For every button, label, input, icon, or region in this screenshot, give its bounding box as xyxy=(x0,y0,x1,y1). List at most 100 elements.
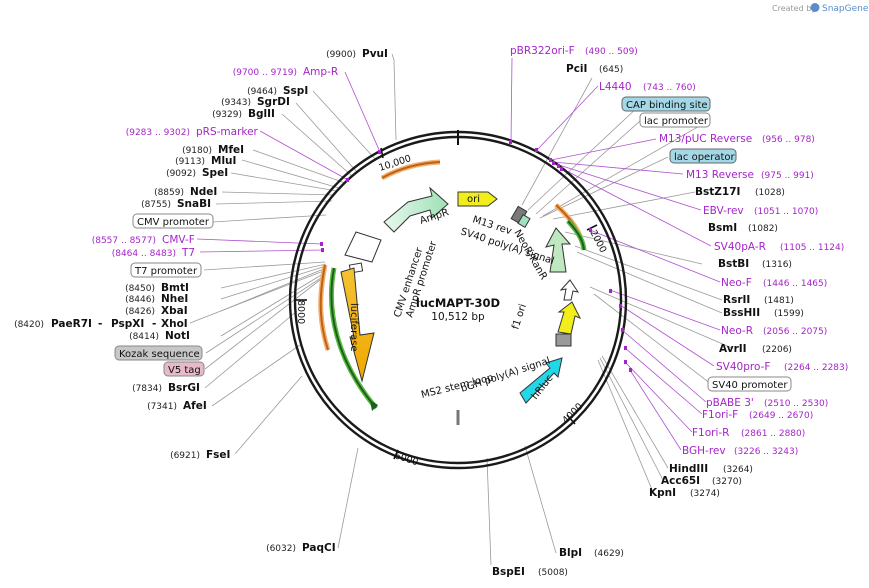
enzyme-fsei: FseI xyxy=(206,449,230,461)
box-t7-promoter: T7 promoter xyxy=(134,266,198,277)
svg-text:(8450): (8450) xyxy=(125,284,155,294)
plasmid-name: lucMAPT-30D xyxy=(416,296,500,310)
enzyme-bsmi: BsmI xyxy=(708,222,737,234)
enzyme-kpni: KpnI xyxy=(649,487,676,499)
svg-text:(1316): (1316) xyxy=(762,260,792,270)
primer-pbabe-3: pBABE 3' xyxy=(706,397,754,409)
svg-text:(2056 .. 2075): (2056 .. 2075) xyxy=(763,327,827,337)
luciferase-arrow xyxy=(340,267,375,383)
box-lac-promoter: lac promoter xyxy=(644,116,709,127)
snapgene-logo-icon xyxy=(810,3,820,12)
svg-text:(956 .. 978): (956 .. 978) xyxy=(762,135,815,145)
primer-labels: (9700 .. 9719) Amp-R (9283 .. 9302) pRS-… xyxy=(92,45,849,457)
svg-text:(8859): (8859) xyxy=(154,188,184,198)
primer-bgh-rev: BGH-rev xyxy=(682,445,726,457)
svg-text:(8426): (8426) xyxy=(125,307,155,317)
enzyme-paer7i: PaeR7I xyxy=(51,318,92,330)
svg-text:(1082): (1082) xyxy=(748,224,778,234)
enzyme-labels: (9900) PvuI (9464) SspI (9343) SgrDI (93… xyxy=(14,48,804,578)
enzyme-paqci: PaqCI xyxy=(302,542,336,554)
svg-text:(1028): (1028) xyxy=(755,188,785,198)
box-v5-tag: V5 tag xyxy=(168,365,201,376)
ampr-arrow xyxy=(383,186,449,233)
svg-text:(9180): (9180) xyxy=(182,146,212,156)
svg-text:(645): (645) xyxy=(599,65,623,75)
box-cmv-promoter: CMV promoter xyxy=(137,217,210,228)
primer-pbr322ori-f: pBR322ori-F xyxy=(510,45,575,57)
luciferase-label: luciferase xyxy=(348,303,359,352)
svg-text:(2649 .. 2670): (2649 .. 2670) xyxy=(749,411,813,421)
svg-text:(6921): (6921) xyxy=(170,451,200,461)
enzyme-snabi: SnaBI xyxy=(177,198,211,210)
enzyme-pcii: PciI xyxy=(566,63,587,75)
enzyme-xhoi: XhoI xyxy=(161,318,188,330)
feature-arrows xyxy=(318,159,587,411)
svg-text:(9283 .. 9302): (9283 .. 9302) xyxy=(126,128,190,138)
enzyme-blpi: BlpI xyxy=(559,547,582,559)
enzyme-rsrii: RsrII xyxy=(723,294,750,306)
enzyme-nhei: NheI xyxy=(161,293,188,305)
svg-text:(8557 .. 8577): (8557 .. 8577) xyxy=(92,236,156,246)
svg-text:(9900): (9900) xyxy=(326,50,356,60)
primer-site-marks xyxy=(320,140,632,372)
svg-text:(490 .. 509): (490 .. 509) xyxy=(585,47,638,57)
snapgene-credit: Created by SnapGene xyxy=(772,3,869,14)
enzyme-mfei: MfeI xyxy=(218,144,244,156)
enzyme-bsshii: BssHII xyxy=(723,307,760,319)
svg-text:(3226 .. 3243): (3226 .. 3243) xyxy=(734,447,798,457)
hrluc-arrow xyxy=(519,357,563,404)
svg-text:(3264): (3264) xyxy=(723,465,753,475)
tick-6000: 6000 xyxy=(393,450,419,468)
svg-text:(1481): (1481) xyxy=(764,296,794,306)
sv40-promoter-arrow xyxy=(559,279,580,301)
enzyme-sgrdi: SgrDI xyxy=(257,96,290,108)
svg-text:(975 .. 991): (975 .. 991) xyxy=(761,171,814,181)
svg-text:(7341): (7341) xyxy=(147,402,177,412)
svg-text:(9343): (9343) xyxy=(221,98,251,108)
primer-neo-f: Neo-F xyxy=(721,277,752,289)
enzyme-acc65i: Acc65I xyxy=(661,475,700,487)
enzyme-pvui: PvuI xyxy=(362,48,388,60)
enzyme-avrii: AvrII xyxy=(719,343,747,355)
primer-amp-r: Amp-R xyxy=(303,66,338,78)
svg-text:(1599): (1599) xyxy=(774,309,804,319)
enzyme-xbai: XbaI xyxy=(161,305,188,317)
svg-text:(9113): (9113) xyxy=(175,157,205,167)
svg-text:(8414): (8414) xyxy=(129,332,159,342)
svg-text:(1446 .. 1465): (1446 .. 1465) xyxy=(763,279,827,289)
primer-m13-puc-reverse: M13/pUC Reverse xyxy=(659,133,752,145)
primer-sv40pa-r: SV40pA-R xyxy=(714,241,766,253)
svg-text:(2206): (2206) xyxy=(762,345,792,355)
enzyme-bglii: BglII xyxy=(248,108,275,120)
svg-text:(2264 .. 2283): (2264 .. 2283) xyxy=(784,363,848,373)
svg-text:(1105 .. 1124): (1105 .. 1124) xyxy=(780,243,844,253)
box-lac-operator: lac operator xyxy=(674,152,735,163)
svg-text:(1051 .. 1070): (1051 .. 1070) xyxy=(754,207,818,217)
svg-text:(5008): (5008) xyxy=(538,568,568,578)
boxed-labels: CMV promoter T7 promoter Kozak sequence … xyxy=(114,96,792,392)
enzyme-noti: NotI xyxy=(165,330,190,342)
svg-text:(8755): (8755) xyxy=(141,200,171,210)
svg-text:(743 .. 760): (743 .. 760) xyxy=(643,83,696,93)
primer-f1ori-r: F1ori-R xyxy=(692,427,729,439)
enzyme-afei: AfeI xyxy=(183,400,207,412)
ori-label: ori xyxy=(467,194,480,205)
enzyme-bspei: BspEI xyxy=(492,566,525,578)
primer-neo-r: Neo-R xyxy=(721,325,753,337)
svg-text:(3270): (3270) xyxy=(712,477,742,487)
svg-text:(6032): (6032) xyxy=(266,544,296,554)
enzyme-bsrgi: BsrGI xyxy=(168,382,200,394)
enzyme-pspxi: PspXI xyxy=(111,318,144,330)
box-sv40-promoter: SV40 promoter xyxy=(712,380,788,391)
primer-l4440: L4440 xyxy=(599,81,632,93)
primer-f1ori-f: F1ori-F xyxy=(702,409,738,421)
svg-text:(9700 .. 9719): (9700 .. 9719) xyxy=(233,68,297,78)
enzyme-bstz17i: BstZ17I xyxy=(695,186,740,198)
box-cap-binding-site: CAP binding site xyxy=(626,100,708,111)
enzyme-mlui: MluI xyxy=(211,155,236,167)
svg-text:(2861 .. 2880): (2861 .. 2880) xyxy=(741,429,805,439)
svg-text:(8464 .. 8483): (8464 .. 8483) xyxy=(112,249,176,259)
enzyme-bstbi: BstBI xyxy=(718,258,749,270)
enzyme-spei: SpeI xyxy=(202,167,228,179)
